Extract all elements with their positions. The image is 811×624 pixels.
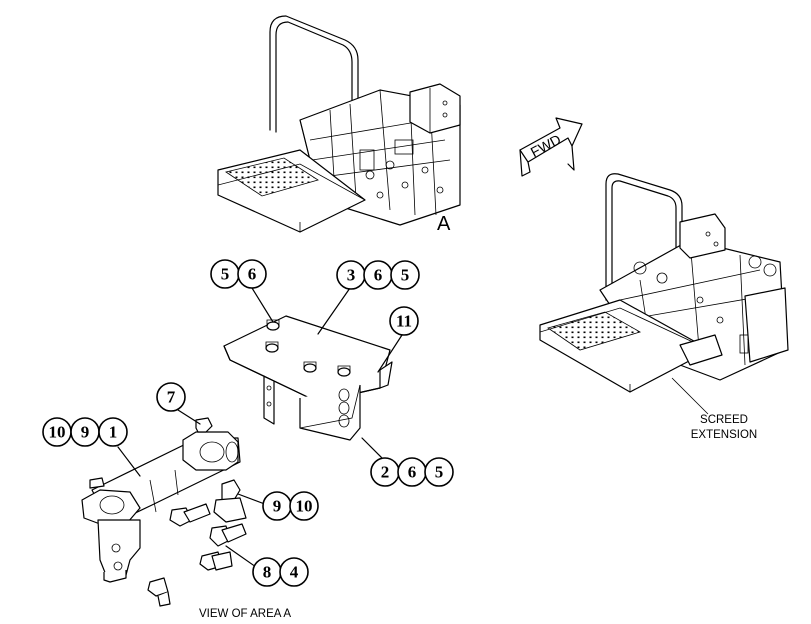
callout-5-bottom: 5 [424,457,454,487]
screed-leader-line [671,377,709,415]
callout-6-top-right: 6 [363,260,393,290]
callout-3: 3 [336,260,366,290]
svg-text:9: 9 [81,423,90,442]
callout-5-top-left: 5 [210,259,240,289]
loose-bolts [147,503,247,607]
screed-extension-machine [539,173,789,393]
svg-text:6: 6 [248,265,257,284]
svg-text:2: 2 [381,463,390,482]
svg-text:3: 3 [347,266,356,285]
svg-text:4: 4 [290,563,299,582]
svg-text:10: 10 [296,497,313,516]
callout-4: 4 [279,557,309,587]
area-label: A [437,213,451,235]
svg-text:5: 5 [221,265,230,284]
callout-9-right: 9 [262,491,292,521]
svg-text:10: 10 [49,423,66,442]
callout-10-right: 10 [289,491,319,521]
svg-text:7: 7 [167,388,176,407]
svg-text:11: 11 [396,312,412,331]
svg-text:6: 6 [408,463,417,482]
callout-9-left: 9 [70,417,100,447]
callout-7: 7 [156,382,186,412]
view-label: VIEW OF AREA A [199,608,291,620]
callout-6-bottom: 6 [397,457,427,487]
overview-machine-top [217,15,461,233]
callout-6-top-left: 6 [237,259,267,289]
svg-text:5: 5 [401,266,410,285]
callout-1: 1 [98,417,128,447]
valve-body [81,417,247,583]
callout-11: 11 [389,306,419,336]
svg-text:8: 8 [263,563,272,582]
callout-2: 2 [370,457,400,487]
svg-text:6: 6 [374,266,383,285]
svg-text:1: 1 [109,423,118,442]
bracket-plate [223,315,393,441]
callout-10-left: 10 [42,417,72,447]
forward-arrow-icon: FWD [519,117,583,177]
callout-5-top-right: 5 [390,260,420,290]
callout-8: 8 [252,557,282,587]
svg-text:5: 5 [435,463,444,482]
svg-text:9: 9 [273,497,282,516]
screed-label-line1: SCREED [700,414,748,426]
screed-label-line2: EXTENSION [691,429,757,441]
